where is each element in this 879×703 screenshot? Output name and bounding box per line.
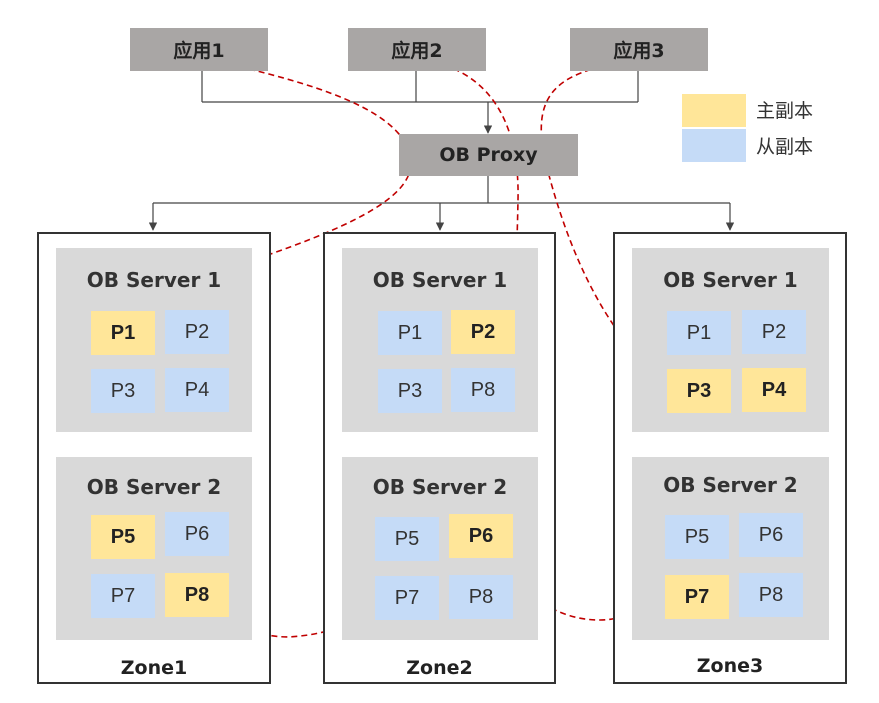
zone3-server2: OB Server 2 P5 P6 P7 P8 <box>632 457 829 640</box>
zone3-s2-p6: P6 <box>739 513 803 557</box>
app-1-box: 应用1 <box>130 28 268 71</box>
legend-follower-swatch <box>682 129 746 162</box>
zone1-s1-p4: P4 <box>165 368 229 412</box>
zone2-s1-p1: P1 <box>378 311 442 355</box>
zone3-server1-title: OB Server 1 <box>663 268 798 292</box>
app-connectors <box>201 70 639 134</box>
zone1-s1-p1: P1 <box>91 311 155 355</box>
zone2-s2-p6: P6 <box>449 514 513 558</box>
zone1-server1: OB Server 1 P1 P2 P3 P4 <box>56 248 252 432</box>
zone3-s1-p1: P1 <box>667 311 731 355</box>
zone1-label: Zone1 <box>120 657 188 679</box>
zone3-server2-title: OB Server 2 <box>663 473 798 497</box>
app-3-label: 应用3 <box>613 40 665 62</box>
ob-proxy-label: OB Proxy <box>439 144 538 166</box>
zone2-s1-p3: P3 <box>378 369 442 413</box>
zone2-server1-title: OB Server 1 <box>372 268 508 292</box>
app-1-label: 应用1 <box>173 40 225 62</box>
legend-follower-label: 从副本 <box>756 136 814 158</box>
legend-leader-label: 主副本 <box>756 100 814 122</box>
zone2-s1-p4: P8 <box>451 368 515 412</box>
zone2-s2-p5: P5 <box>375 517 439 561</box>
zone-connectors <box>148 175 735 231</box>
zone1-s2-p7: P7 <box>91 574 155 618</box>
zone2-s2-p7: P7 <box>375 576 439 620</box>
zone1-s1-p2: P2 <box>165 310 229 354</box>
zone3-s1-p2: P2 <box>742 310 806 354</box>
zone2-server1: OB Server 1 P1 P2 P3 P8 <box>342 248 538 432</box>
zone3-s2-p5: P5 <box>665 515 729 559</box>
app-3-box: 应用3 <box>570 28 708 71</box>
zone2-s1-p2: P2 <box>451 310 515 354</box>
zone3-s1-p3: P3 <box>667 369 731 413</box>
zone1-server2: OB Server 2 P5 P6 P7 P8 <box>56 457 252 640</box>
zone2-server2-title: OB Server 2 <box>372 475 508 499</box>
zone1-s2-p6: P6 <box>165 512 229 556</box>
zone1-server2-title: OB Server 2 <box>86 475 222 499</box>
app-2-box: 应用2 <box>348 28 486 71</box>
zone1-s1-p3: P3 <box>91 369 155 413</box>
zone3-s1-p4: P4 <box>742 368 806 412</box>
zone1-s2-p5: P5 <box>91 515 155 559</box>
zone3-s2-p7: P7 <box>665 575 729 619</box>
zone2-label: Zone2 <box>406 657 473 679</box>
app-2-label: 应用2 <box>391 40 443 62</box>
zone2-server2: OB Server 2 P5 P6 P7 P8 <box>342 457 538 640</box>
zone3-server1: OB Server 1 P1 P2 P3 P4 <box>632 248 829 432</box>
zone3-label: Zone3 <box>696 655 764 677</box>
zone1-server1-title: OB Server 1 <box>86 268 222 292</box>
zone3-s2-p8: P8 <box>739 573 803 617</box>
ob-proxy-box: OB Proxy <box>399 134 578 176</box>
zone2-s2-p8: P8 <box>449 575 513 619</box>
zone1-s2-p8: P8 <box>165 573 229 617</box>
legend-leader-swatch <box>682 94 746 127</box>
